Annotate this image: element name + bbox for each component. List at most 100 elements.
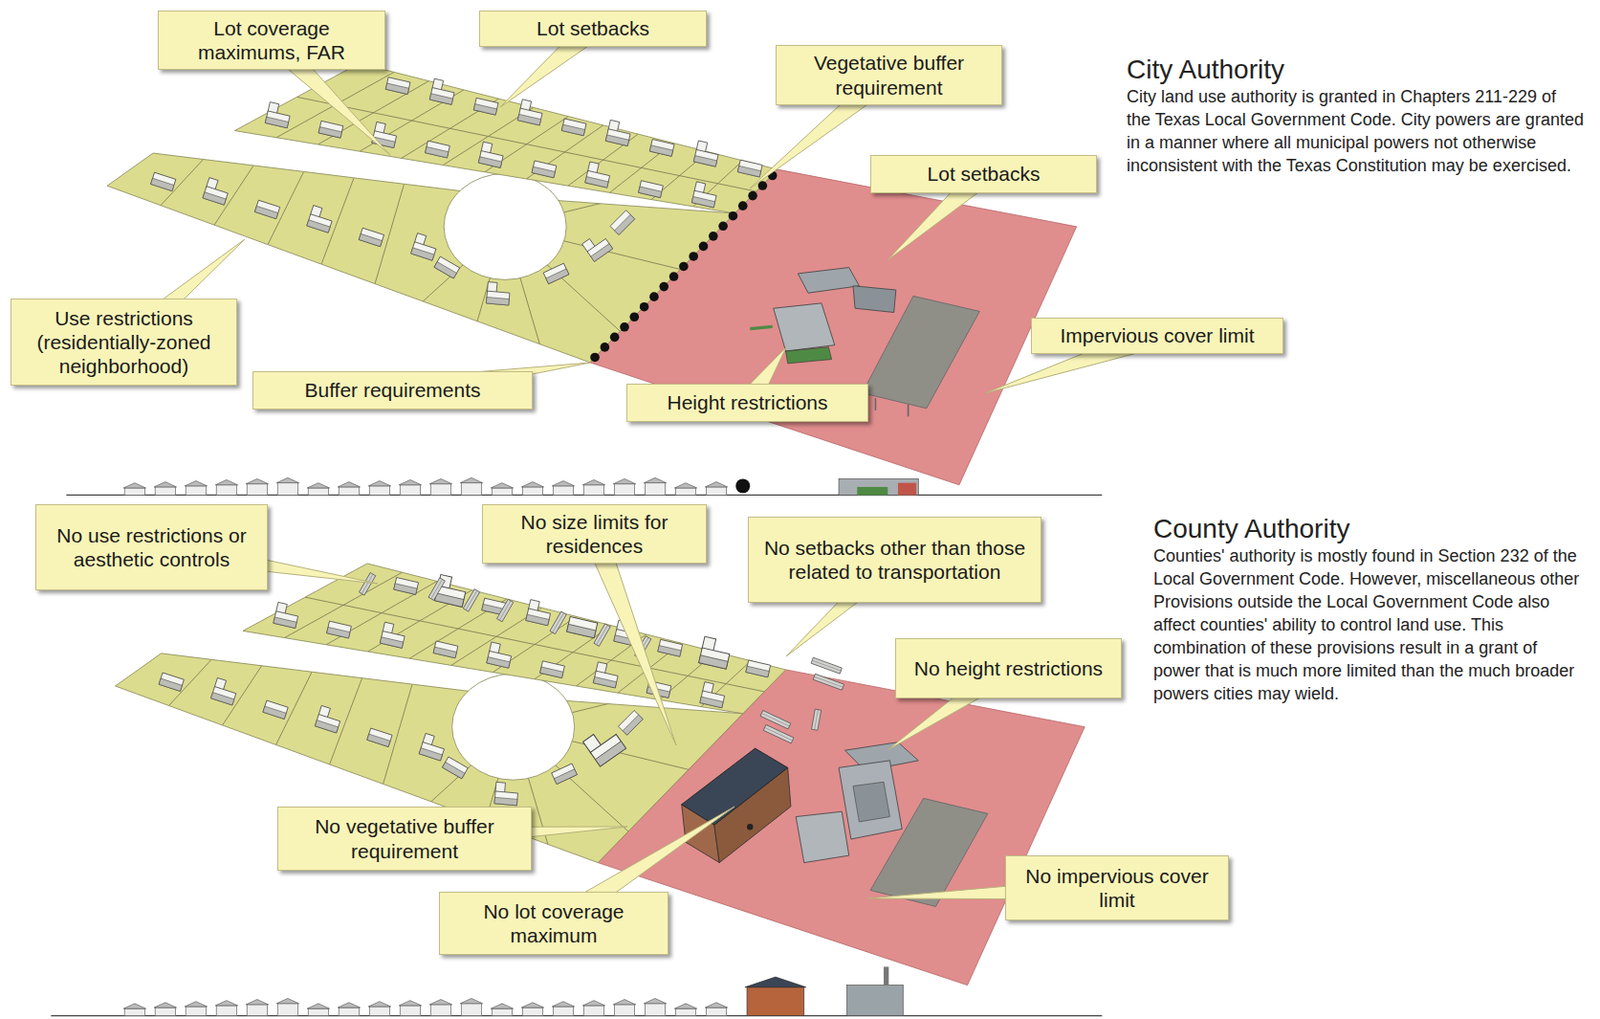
landscape-strip (749, 326, 772, 329)
skyline-roof (551, 1001, 574, 1007)
skyline-roof (674, 482, 697, 488)
skyline-roof (153, 1002, 176, 1008)
house-icon (526, 599, 553, 626)
house-roof-shade (585, 176, 609, 189)
house-body (526, 608, 551, 626)
skyline-roof (551, 481, 574, 486)
shed-ridge (761, 712, 790, 726)
callout-text: No setbacks other than those related to … (762, 535, 1028, 584)
skyline-roof (460, 997, 483, 1003)
house-roof-shade (638, 186, 662, 198)
house-body (318, 120, 344, 138)
lot-line (409, 598, 507, 658)
shed-icon (428, 577, 445, 601)
house-icon (418, 732, 447, 761)
skyline-roof (643, 477, 666, 483)
house-body (327, 620, 352, 638)
house-body (442, 756, 469, 779)
shed-ridge (811, 659, 841, 671)
shed-icon (760, 710, 791, 729)
buffer-tree (728, 211, 739, 221)
house-icon (693, 140, 721, 167)
landscape-strip (786, 347, 833, 364)
house-icon (367, 727, 393, 746)
callout-text: Use restrictions (residentially-zoned ne… (24, 306, 223, 379)
skyline-roof (704, 1002, 727, 1008)
skyline-house (307, 487, 329, 495)
shed-ridge (814, 709, 819, 730)
callout-text: No lot coverage maximum (453, 898, 655, 947)
house-body (657, 638, 683, 657)
commercial-building (795, 810, 849, 862)
house-roof-shade (592, 676, 616, 688)
site-plan (107, 63, 1077, 485)
house-roof-shade (273, 616, 297, 629)
house-roof-shade (314, 720, 338, 733)
skyline-house (154, 1007, 176, 1016)
callout-box: Lot coverage maximums, FAR (157, 10, 386, 70)
house-body (610, 210, 636, 236)
house-icon (314, 704, 343, 733)
house-roof-shade (425, 146, 449, 158)
commercial-building (773, 303, 835, 351)
skyline-house (613, 483, 635, 496)
shed-body (497, 598, 514, 622)
house-body (158, 672, 184, 691)
skyline-barn-roof (745, 976, 807, 987)
house-body (638, 180, 664, 198)
callout-text: No impervious cover limit (1019, 863, 1215, 912)
house-roof-shade (605, 134, 629, 147)
callout-box: Height restrictions (626, 383, 869, 422)
house-body (151, 172, 176, 191)
commercial-building (838, 760, 902, 839)
skyline-roof (123, 482, 146, 488)
house-roof-shade (622, 714, 643, 735)
house-roof-shade (531, 166, 555, 178)
house-roof-shade (411, 247, 435, 261)
skyline-building (838, 478, 919, 495)
house-roof-shade (385, 83, 409, 95)
skyline-roof (582, 1000, 605, 1006)
shed-icon (462, 589, 480, 613)
house-roof-shade (486, 657, 510, 669)
site-plan (115, 563, 1086, 986)
house-body (585, 170, 611, 188)
house-body (618, 710, 644, 736)
skyline-roof (429, 999, 452, 1005)
house-body (700, 690, 725, 708)
skyline-house (216, 484, 237, 496)
house-roof-shade (657, 645, 681, 658)
skyline-house (124, 1008, 145, 1015)
skyline-house (583, 484, 604, 496)
house-icon (158, 672, 184, 691)
skyline-roof (429, 478, 452, 483)
house-roof-shade (306, 219, 330, 233)
callout-text: No height restrictions (914, 656, 1103, 680)
skyline-house (675, 487, 696, 495)
house-roof-shade (649, 145, 673, 157)
house-icon (425, 140, 451, 158)
house-roof-shade (567, 623, 596, 637)
callout-text: Impervious cover limit (1059, 323, 1254, 348)
house-icon (372, 121, 399, 148)
callout-box: No setbacks other than those related to … (747, 516, 1042, 603)
house-icon (638, 180, 664, 198)
buffer-tree (658, 282, 669, 292)
lot-line (368, 590, 473, 652)
skyline-house (185, 485, 206, 496)
house-body (517, 108, 543, 126)
skyline-house (369, 485, 390, 496)
house-roof-shade (478, 156, 502, 169)
house-icon (411, 233, 439, 262)
house-icon (605, 119, 633, 146)
house-icon (745, 659, 771, 678)
skyline-house (246, 483, 267, 496)
callout-text: Vegetative buffer requirement (789, 50, 988, 99)
skyline-roof (245, 999, 268, 1005)
skyline-roof (613, 478, 636, 483)
shed-body (811, 708, 822, 730)
house-roof-shade (433, 646, 457, 658)
house-body (394, 577, 419, 595)
skyline-house (675, 1008, 696, 1015)
